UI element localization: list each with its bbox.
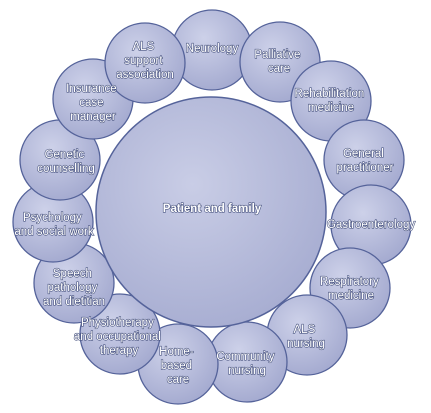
node-label-line: care — [167, 374, 189, 386]
node-label-speech-pathology-and-dietitian: Speech pathology and dietitian — [43, 268, 105, 308]
node-label-line: medicine — [308, 102, 354, 114]
node-label-line: Respiratory — [320, 276, 379, 288]
node-label-home-based-care: Home- based care — [159, 346, 197, 386]
node-label-line: and social work — [14, 226, 94, 238]
node-label-line: association — [116, 69, 174, 81]
node-label-line: case — [79, 97, 103, 109]
node-label-neurology: Neurology — [186, 43, 239, 55]
node-label-line: Psychology — [23, 212, 82, 224]
node-label-line: care — [268, 63, 290, 75]
node-label-line: Insurance — [66, 83, 117, 95]
node-label-line: Palliative — [254, 49, 300, 61]
satellite-circles — [12, 9, 412, 405]
node-label-line: Genetic — [45, 149, 85, 161]
node-label-line: Rehabilitation — [295, 88, 365, 100]
node-label-line: and occupational — [74, 331, 161, 343]
node-label-line: practitioner — [337, 162, 394, 174]
center-label: Patient and family — [163, 203, 262, 215]
node-label-line: medicine — [328, 290, 374, 302]
center-circle — [95, 96, 327, 328]
node-label-respiratory-medicine: Respiratory medicine — [320, 276, 382, 302]
node-label-line: manager — [70, 111, 116, 123]
node-label-physiotherapy-and-occupational-therapy: Physiotherapy and occupational therapy — [74, 317, 164, 357]
node-label-line: Speech — [53, 268, 92, 280]
node-label-genetic-counselling: Genetic counselling — [37, 149, 95, 175]
node-label-line: based — [161, 360, 192, 372]
node-label-psychology-and-social-work: Psychology and social work — [14, 212, 94, 238]
node-label-line: therapy — [100, 345, 139, 357]
node-label-line: Neurology — [186, 43, 239, 55]
node-label-gastroenterology: Gastroenterology — [327, 219, 415, 231]
node-label-palliative-care: Palliative care — [254, 49, 303, 75]
node-label-line: nursing — [287, 338, 325, 350]
node-label-line: pathology — [47, 282, 97, 294]
node-label-line: General — [343, 148, 384, 160]
node-label-rehabilitation-medicine: Rehabilitation medicine — [295, 88, 368, 114]
node-label-line: nursing — [228, 365, 266, 377]
node-label-line: Gastroenterology — [327, 219, 415, 231]
node-label-line: counselling — [37, 163, 95, 175]
node-label-line: Home- — [159, 346, 194, 358]
node-label-line: Community — [216, 351, 274, 363]
node-label-line: and dietitian — [43, 296, 105, 308]
node-label-als-nursing: ALS nursing — [287, 324, 325, 350]
node-label-community-nursing: Community nursing — [216, 351, 277, 377]
node-label-line: Physiotherapy — [81, 317, 154, 329]
node-label-insurance-case-manager: Insurance case manager — [66, 83, 120, 123]
node-label-line: support — [124, 55, 163, 67]
node-label-line: ALS — [294, 324, 316, 336]
node-label-line: ALS — [133, 41, 155, 53]
satellite-labels: Neurology Palliative care Rehabilitation… — [14, 40, 416, 386]
node-circle-als-support-association — [104, 22, 186, 104]
node-label-als-support-association: ALS support association — [116, 41, 174, 81]
node-label-general-practitioner: General practitioner — [337, 148, 394, 174]
